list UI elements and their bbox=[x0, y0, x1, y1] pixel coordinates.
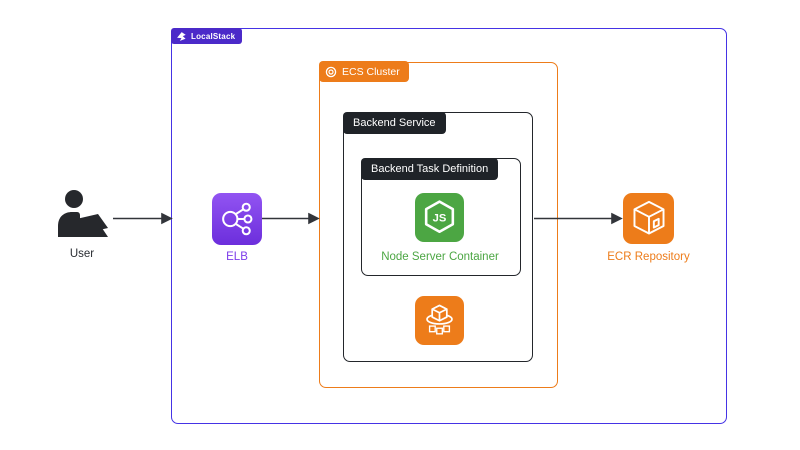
person-at-laptop-icon bbox=[58, 190, 108, 237]
backend-service-badge-label: Backend Service bbox=[353, 117, 436, 129]
node-server-container-node: JS bbox=[415, 193, 464, 242]
nodejs-js-letters: JS bbox=[433, 212, 447, 224]
nodejs-hexagon-icon: JS bbox=[424, 200, 455, 233]
elb-label: ELB bbox=[226, 251, 248, 263]
ecs-cube-orbit-icon bbox=[426, 304, 453, 335]
user-label: User bbox=[69, 248, 95, 260]
ecr-repository-label: ECR Repository bbox=[607, 251, 690, 263]
backend-task-definition-badge: Backend Task Definition bbox=[361, 158, 499, 180]
ecs-cluster-badge-label: ECS Cluster bbox=[342, 65, 400, 78]
ecs-cluster-ring-icon bbox=[325, 66, 337, 77]
user-node bbox=[58, 190, 110, 238]
ecr-repository-node bbox=[623, 193, 674, 244]
backend-task-definition-badge-label: Backend Task Definition bbox=[371, 163, 489, 175]
localstack-badge-label: LocalStack bbox=[191, 31, 236, 41]
backend-service-badge: Backend Service bbox=[343, 112, 446, 134]
elb-node bbox=[212, 193, 262, 245]
load-balancer-icon bbox=[222, 202, 253, 236]
ecr-cube-icon bbox=[633, 200, 664, 234]
localstack-badge: LocalStack bbox=[171, 28, 243, 44]
localstack-logo-icon bbox=[177, 31, 186, 41]
node-server-container-label: Node Server Container bbox=[381, 251, 499, 263]
ecs-service-node bbox=[415, 296, 464, 345]
localstack-container-box bbox=[171, 28, 727, 424]
ecs-cluster-box bbox=[319, 62, 558, 388]
ecs-cluster-badge: ECS Cluster bbox=[319, 61, 409, 82]
